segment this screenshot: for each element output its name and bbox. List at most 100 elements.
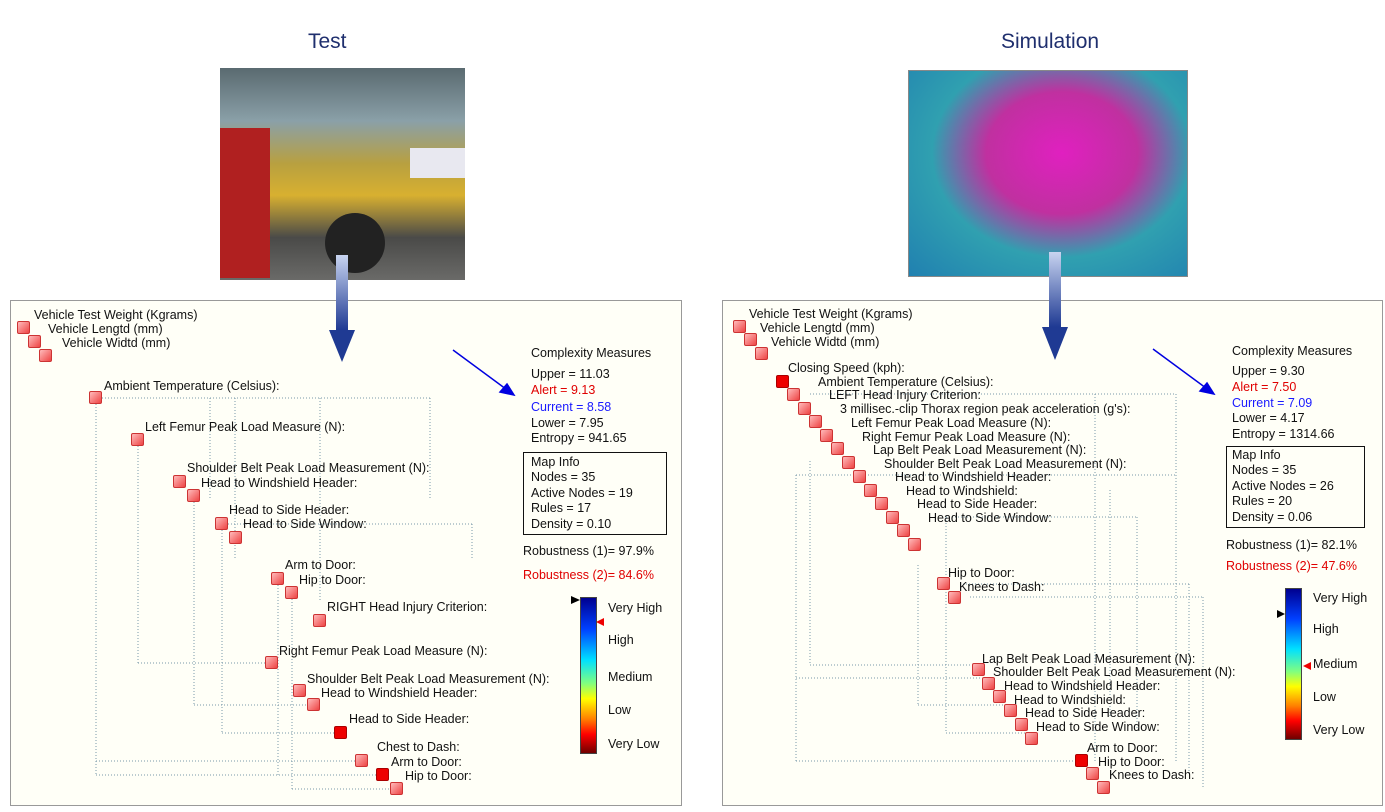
robustness-1: Robustness (1)= 82.1% bbox=[1226, 538, 1357, 552]
node-label: Arm to Door: bbox=[391, 755, 462, 769]
alert-value: Alert = 7.50 bbox=[1232, 380, 1297, 394]
node-marker[interactable] bbox=[948, 591, 961, 604]
down-arrow-left bbox=[329, 255, 355, 362]
node-marker[interactable] bbox=[744, 333, 757, 346]
node-marker[interactable] bbox=[886, 511, 899, 524]
node-marker[interactable] bbox=[733, 320, 746, 333]
node-marker[interactable] bbox=[313, 614, 326, 627]
simulation-title: Simulation bbox=[1001, 30, 1100, 53]
robustness-2: Robustness (2)= 47.6% bbox=[1226, 559, 1357, 573]
scale-very-low: Very Low bbox=[1313, 723, 1365, 737]
test-title: Test bbox=[308, 30, 347, 53]
node-marker[interactable] bbox=[229, 531, 242, 544]
node-label: Ambient Temperature (Celsius): bbox=[104, 379, 280, 393]
node-label: Shoulder Belt Peak Load Measurement (N): bbox=[187, 461, 430, 475]
color-scale-bar bbox=[580, 597, 597, 754]
node-marker[interactable] bbox=[334, 726, 347, 739]
node-marker[interactable] bbox=[972, 663, 985, 676]
node-label: Head to Side Header: bbox=[229, 503, 350, 517]
node-label: Lap Belt Peak Load Measurement (N): bbox=[873, 443, 1087, 457]
simulation-mesh-image bbox=[908, 70, 1188, 277]
active-nodes-count: Active Nodes = 26 bbox=[1232, 479, 1334, 493]
scale-low: Low bbox=[608, 703, 631, 717]
node-marker[interactable] bbox=[1086, 767, 1099, 780]
pointer-arrows bbox=[452, 348, 1216, 397]
node-marker[interactable] bbox=[937, 577, 950, 590]
rules-count: Rules = 17 bbox=[531, 501, 592, 515]
node-marker[interactable] bbox=[864, 484, 877, 497]
node-label: Head to Side Header: bbox=[1025, 706, 1146, 720]
node-marker[interactable] bbox=[28, 335, 41, 348]
node-marker[interactable] bbox=[842, 456, 855, 469]
node-marker[interactable] bbox=[355, 754, 368, 767]
scale-low: Low bbox=[1313, 690, 1336, 704]
node-label: Head to Side Header: bbox=[917, 497, 1038, 511]
node-marker[interactable] bbox=[809, 415, 822, 428]
node-marker[interactable] bbox=[293, 684, 306, 697]
node-marker[interactable] bbox=[376, 768, 389, 781]
node-marker[interactable] bbox=[831, 442, 844, 455]
current-value: Current = 7.09 bbox=[1232, 396, 1313, 410]
node-marker[interactable] bbox=[173, 475, 186, 488]
node-label: Knees to Dash: bbox=[1109, 768, 1195, 782]
lower-value: Lower = 7.95 bbox=[531, 416, 604, 430]
scale-medium: Medium bbox=[608, 670, 653, 684]
node-label: Hip to Door: bbox=[948, 566, 1015, 580]
node-marker[interactable] bbox=[1075, 754, 1088, 767]
node-label: Head to Side Window: bbox=[1036, 720, 1160, 734]
node-marker[interactable] bbox=[271, 572, 284, 585]
node-marker[interactable] bbox=[39, 349, 52, 362]
node-marker[interactable] bbox=[820, 429, 833, 442]
node-marker[interactable] bbox=[776, 375, 789, 388]
node-marker[interactable] bbox=[89, 391, 102, 404]
node-marker[interactable] bbox=[1097, 781, 1110, 794]
node-marker[interactable] bbox=[787, 388, 800, 401]
entropy-value: Entropy = 941.65 bbox=[531, 431, 627, 445]
scale-high: High bbox=[608, 633, 634, 647]
node-marker[interactable] bbox=[265, 656, 278, 669]
map-info-heading: Map Info bbox=[1232, 448, 1281, 462]
node-label: Head to Windshield Header: bbox=[201, 476, 358, 490]
node-marker[interactable] bbox=[390, 782, 403, 795]
node-marker[interactable] bbox=[993, 690, 1006, 703]
node-label: Knees to Dash: bbox=[959, 580, 1045, 594]
node-marker[interactable] bbox=[215, 517, 228, 530]
node-label: Arm to Door: bbox=[1087, 741, 1158, 755]
node-label: RIGHT Head Injury Criterion: bbox=[327, 600, 488, 614]
scale-medium: Medium bbox=[1313, 657, 1358, 671]
node-marker[interactable] bbox=[1004, 704, 1017, 717]
node-label: Head to Windshield: bbox=[906, 484, 1018, 498]
node-label: Vehicle Test Weight (Kgrams) bbox=[749, 307, 913, 321]
node-marker[interactable] bbox=[17, 321, 30, 334]
node-marker[interactable] bbox=[131, 433, 144, 446]
node-label: Shoulder Belt Peak Load Measurement (N): bbox=[884, 457, 1127, 471]
node-marker[interactable] bbox=[307, 698, 320, 711]
node-marker[interactable] bbox=[798, 402, 811, 415]
node-marker[interactable] bbox=[897, 524, 910, 537]
node-marker[interactable] bbox=[982, 677, 995, 690]
density-value: Density = 0.10 bbox=[531, 517, 612, 531]
node-marker[interactable] bbox=[908, 538, 921, 551]
node-label: Head to Side Header: bbox=[349, 712, 470, 726]
node-marker[interactable] bbox=[187, 489, 200, 502]
node-marker[interactable] bbox=[755, 347, 768, 360]
current-value: Current = 8.58 bbox=[531, 400, 612, 414]
node-marker[interactable] bbox=[1025, 732, 1038, 745]
node-label: Arm to Door: bbox=[285, 558, 356, 572]
node-label: Right Femur Peak Load Measure (N): bbox=[279, 644, 488, 658]
node-label: Shoulder Belt Peak Load Measurement (N): bbox=[993, 665, 1236, 679]
node-label: Vehicle Test Weight (Kgrams) bbox=[34, 308, 198, 322]
node-label: Head to Windshield Header: bbox=[1004, 679, 1161, 693]
complexity-heading: Complexity Measures bbox=[1232, 344, 1353, 358]
node-marker[interactable] bbox=[1015, 718, 1028, 731]
node-marker[interactable] bbox=[853, 470, 866, 483]
map-info-box bbox=[1226, 446, 1365, 528]
upper-value: Upper = 9.30 bbox=[1232, 364, 1305, 378]
map-info-box bbox=[523, 452, 667, 535]
map-info-heading: Map Info bbox=[531, 455, 580, 469]
color-scale-bar bbox=[1285, 588, 1302, 740]
node-label: Hip to Door: bbox=[405, 769, 472, 783]
node-marker[interactable] bbox=[875, 497, 888, 510]
node-marker[interactable] bbox=[285, 586, 298, 599]
